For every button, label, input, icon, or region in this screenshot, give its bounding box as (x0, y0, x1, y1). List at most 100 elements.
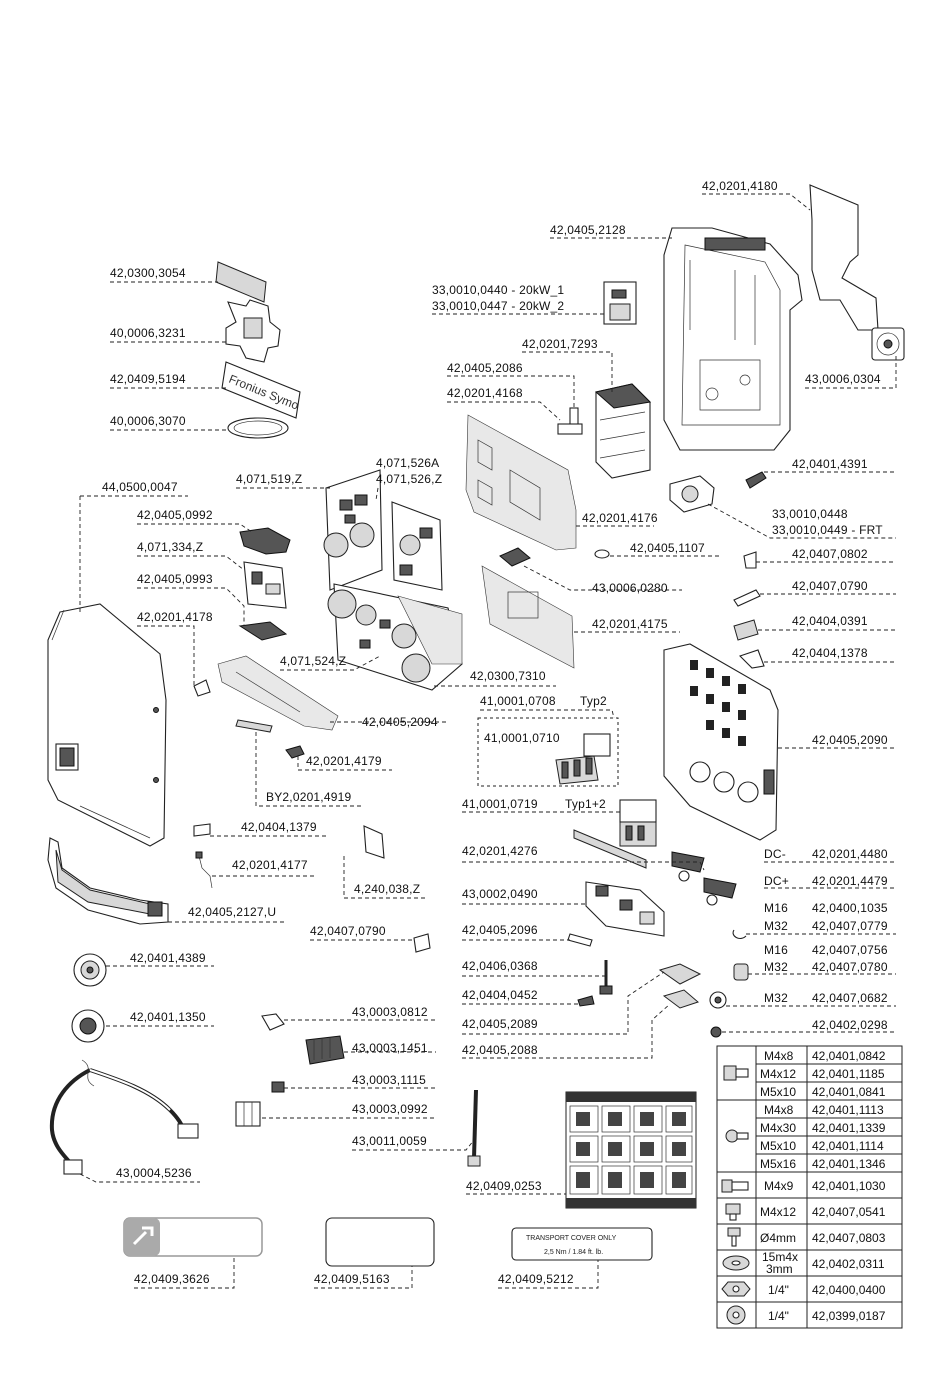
tray-4175 (481, 565, 575, 669)
screw-size: M4x8 (764, 1103, 794, 1117)
card-part-4240 (363, 825, 385, 859)
clip-part-4179 (285, 745, 305, 759)
screw-part: 42,0407,0541 (812, 1205, 886, 1219)
part-label: 42,0409,5212 (498, 1272, 574, 1286)
screw-size: 1/4" (768, 1283, 789, 1297)
pcb-board-upper-part (323, 469, 383, 591)
part-label: 42,0300,3054 (110, 266, 186, 280)
screw-part: 42,0401,1114 (812, 1139, 884, 1153)
part-label: 42,0402,0298 (812, 1018, 888, 1032)
screw-size: M4x30 (760, 1121, 796, 1135)
gland-m32 (709, 991, 727, 1009)
connector-1451 (305, 1035, 345, 1065)
comm-bracket-part (239, 527, 291, 555)
part-label: 42,0300,7310 (470, 669, 546, 683)
screw-hex-icon (723, 1065, 749, 1081)
hex-nut-icon (721, 1281, 751, 1297)
standoff-icon (725, 1203, 741, 1221)
fan-small-part (499, 547, 531, 567)
part-label: 42,0406,0368 (462, 959, 538, 973)
screw-part: 42,0401,1339 (812, 1121, 886, 1135)
part-label: 42,0409,5163 (314, 1272, 390, 1286)
pcb-board-lower-part (327, 583, 463, 691)
part-label: 43,0004,5236 (116, 1166, 192, 1180)
clip-0802 (743, 551, 757, 569)
part-label: 42,0405,2128 (550, 223, 626, 237)
part-label: 42,0407,0802 (792, 547, 868, 561)
part-label: 42,0405,2096 (462, 923, 538, 937)
part-label: 42,0405,2090 (812, 733, 888, 747)
part-label: 42,0405,2086 (447, 361, 523, 375)
screw-table: M4x8 42,0401,0842 M4x12 42,0401,1185 M5x… (716, 1045, 903, 1329)
blank-label-part (325, 1217, 435, 1267)
part-label: 42,0409,0253 (466, 1179, 542, 1193)
pcb-board-right-part (391, 501, 443, 591)
screw-size: 15m4x (762, 1250, 798, 1264)
antenna-part (467, 1089, 481, 1167)
screw-part: 42,0401,1030 (812, 1179, 886, 1193)
part-label: 4,071,524,Z (280, 654, 346, 668)
part-label: 42,0201,7293 (522, 337, 598, 351)
part-label: 42,0405,2088 (462, 1043, 538, 1057)
connector-0812 (261, 1013, 285, 1031)
screw-size: M5x16 (760, 1157, 796, 1171)
clip-0452 (577, 995, 595, 1007)
clip-0391 (733, 619, 759, 641)
part-label: 42,0201,4479 (812, 874, 888, 888)
transport-label-line2: 2,5 Nm / 1.84 ft. lb. (544, 1249, 603, 1256)
part-label: 42,0201,4180 (702, 179, 778, 193)
part-label: Typ2 (580, 694, 607, 708)
part-label: 42,0404,0452 (462, 988, 538, 1002)
screw-part: 42,0400,0400 (812, 1283, 886, 1297)
seal-ring-part (227, 417, 289, 439)
part-label: 42,0407,0780 (812, 960, 888, 974)
nut-m16-m32 (732, 929, 747, 939)
transport-label-line1: TRANSPORT COVER ONLY (526, 1235, 617, 1242)
gland-m16-m32 (733, 963, 749, 981)
fuse-board-part (585, 881, 665, 937)
part-label: 40,0006,3070 (110, 414, 186, 428)
part-label: M32 (764, 960, 788, 974)
screw-size: M4x12 (760, 1067, 796, 1081)
part-label: 42,0409,3626 (134, 1272, 210, 1286)
part-label: 42,0201,4178 (137, 610, 213, 624)
washer-icon (722, 1255, 750, 1271)
part-label: 4,071,334,Z (137, 540, 203, 554)
clip-1378 (738, 649, 765, 669)
part-label: 42,0201,4480 (812, 847, 888, 861)
screw-part: 42,0402,0311 (812, 1257, 885, 1271)
plate-2089 (658, 963, 702, 985)
bracket-lower-part (238, 621, 288, 641)
pin-part-4178 (193, 679, 211, 697)
part-label: 41,0001,0710 (484, 731, 560, 745)
part-label: 33,0010,0448 (772, 507, 848, 521)
leader-lines (79, 193, 897, 1289)
screw-part: 42,0407,0803 (812, 1231, 886, 1245)
part-labels: 42,0201,4180 42,0405,2128 42,0300,3054 3… (102, 179, 888, 1286)
screw-size: Ø4mm (760, 1231, 796, 1245)
part-label: 40,0006,3231 (110, 326, 186, 340)
connector-1115 (271, 1081, 285, 1093)
back-plate-part (809, 184, 879, 331)
fan-box-part (669, 475, 715, 513)
transport-label-part: TRANSPORT COVER ONLY 2,5 Nm / 1.84 ft. l… (511, 1227, 653, 1261)
part-label: 41,0001,0719 (462, 797, 538, 811)
screw-bolt-icon (721, 1179, 749, 1193)
cable-gland-4389 (73, 953, 107, 987)
part-label: M16 (764, 901, 788, 915)
screw-size: M4x12 (760, 1205, 796, 1219)
cable-duct-part (217, 655, 339, 731)
fuse-holder-0368 (599, 960, 613, 995)
part-label: DC+ (764, 874, 789, 888)
clip-0790-right (733, 589, 761, 607)
cover-plate-part (215, 261, 267, 303)
part-label: 42,0407,0756 (812, 943, 888, 957)
front-cover-part (47, 603, 167, 847)
screw-part: 42,0399,0187 (812, 1309, 886, 1323)
part-label: 42,0401,4391 (792, 457, 868, 471)
spring-part (745, 471, 767, 489)
connection-area-part (663, 643, 779, 841)
part-label: 42,0400,1035 (812, 901, 888, 915)
datamanager-part (243, 561, 287, 609)
